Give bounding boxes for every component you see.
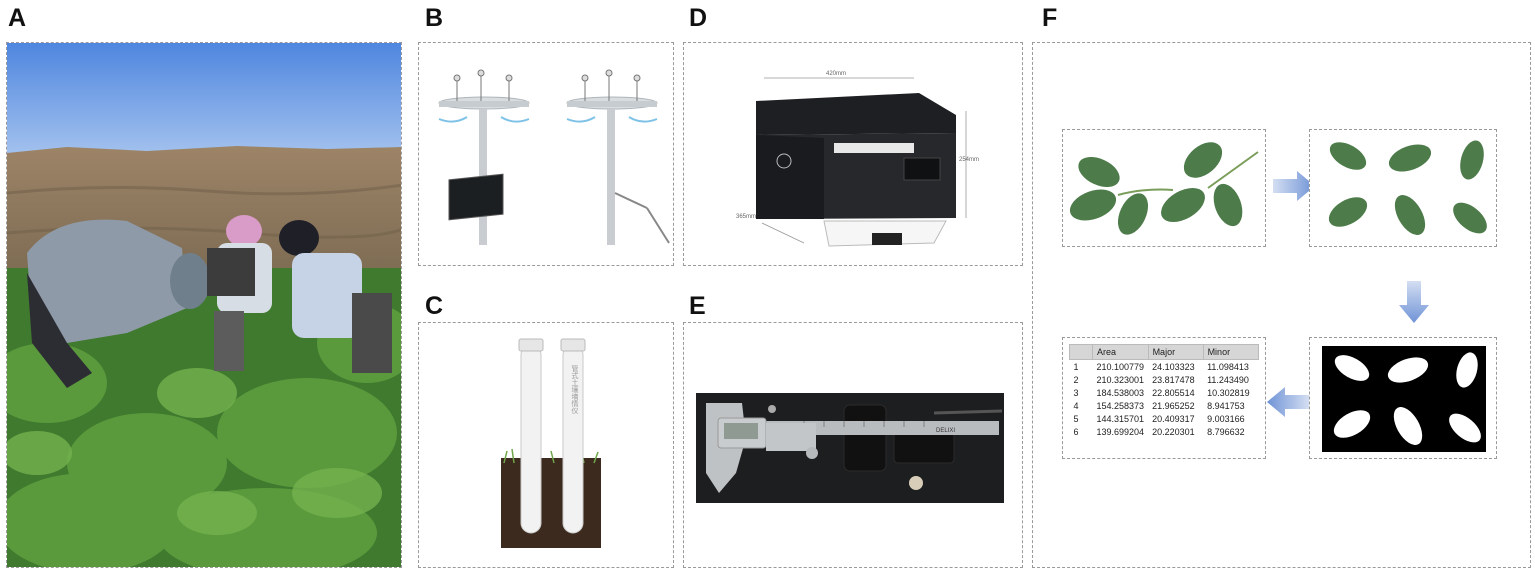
weather-station-illustration [438, 69, 670, 245]
panel-label-b: B [425, 4, 444, 32]
table-row: 5 144.315701 20.409317 9.003166 [1070, 412, 1259, 425]
panel-a-field-photo [6, 42, 402, 568]
panel-label-c: C [425, 292, 444, 320]
table-row: 1 210.100779 24.103323 11.098413 [1070, 360, 1259, 374]
panel-f-leaf-analysis: Area Major Minor 1 210.100779 24.103323 … [1032, 42, 1531, 568]
cell-area: 144.315701 [1096, 413, 1145, 424]
col-header-area: Area [1092, 344, 1149, 360]
arrow-down-icon [1399, 281, 1429, 323]
tube-label: 管式土壤墒情仪 [571, 364, 579, 414]
caliper-brand: DELIXI [936, 428, 955, 434]
leaf-measurement-table: Area Major Minor 1 210.100779 24.103323 … [1069, 344, 1259, 438]
cell-major: 22.805514 [1152, 387, 1195, 398]
panel-label-a: A [8, 4, 27, 32]
cell-area: 210.100779 [1096, 361, 1145, 372]
raw-leaf-image [1062, 129, 1266, 247]
table-row: 4 154.258373 21.965252 8.941753 [1070, 399, 1259, 412]
col-header-major: Major [1147, 344, 1204, 360]
panel-label-f: F [1042, 4, 1058, 32]
binary-mask-image [1309, 337, 1497, 459]
arrow-left-icon [1267, 387, 1309, 417]
cell-minor: 9.003166 [1207, 413, 1245, 424]
cell-area: 184.538003 [1096, 387, 1145, 398]
cell-area: 154.258373 [1096, 400, 1145, 411]
cell-area: 210.323001 [1096, 374, 1145, 385]
caliper-illustration: DELIXI [696, 393, 1004, 503]
panel-d-printer-scanner: 420mm 254mm 365mm [683, 42, 1023, 266]
col-header-minor: Minor [1202, 344, 1259, 360]
printer-width-label: 420mm [826, 71, 846, 77]
printer-height-label: 254mm [959, 157, 979, 163]
cell-index: 4 [1073, 400, 1079, 411]
table-row: 6 139.699204 20.220301 8.796632 [1070, 425, 1259, 438]
cell-minor: 11.243490 [1207, 374, 1249, 385]
cell-index: 1 [1073, 361, 1079, 372]
segmented-leaves-image [1309, 129, 1497, 247]
measurement-table-panel: Area Major Minor 1 210.100779 24.103323 … [1062, 337, 1266, 459]
cell-major: 20.220301 [1152, 426, 1195, 437]
printer-illustration: 420mm 254mm 365mm [736, 71, 979, 247]
cell-minor: 8.796632 [1207, 426, 1245, 437]
panel-c-soil-tubes: 管式土壤墒情仪 [418, 322, 674, 568]
cell-index: 2 [1073, 374, 1079, 385]
panel-b-weather-station [418, 42, 674, 266]
cell-major: 24.103323 [1152, 361, 1195, 372]
cell-index: 5 [1073, 413, 1079, 424]
table-row: 2 210.323001 23.817478 11.243490 [1070, 373, 1259, 386]
table-row: 3 184.538003 22.805514 10.302819 [1070, 386, 1259, 399]
cell-area: 139.699204 [1096, 426, 1145, 437]
field-photo-illustration [7, 43, 401, 567]
col-header-index [1069, 344, 1093, 360]
cell-major: 23.817478 [1152, 374, 1195, 385]
cell-minor: 10.302819 [1207, 387, 1250, 398]
cell-major: 21.965252 [1152, 400, 1195, 411]
cell-minor: 8.941753 [1207, 400, 1245, 411]
cell-index: 3 [1073, 387, 1079, 398]
soil-tube-illustration: 管式土壤墒情仪 [501, 338, 601, 548]
cell-index: 6 [1073, 426, 1079, 437]
printer-depth-label: 365mm [736, 214, 756, 220]
panel-label-d: D [689, 4, 708, 32]
panel-e-caliper: DELIXI [683, 322, 1023, 568]
cell-major: 20.409317 [1152, 413, 1195, 424]
cell-minor: 11.098413 [1207, 361, 1249, 372]
arrow-right-icon [1273, 171, 1315, 201]
panel-label-e: E [689, 292, 706, 320]
